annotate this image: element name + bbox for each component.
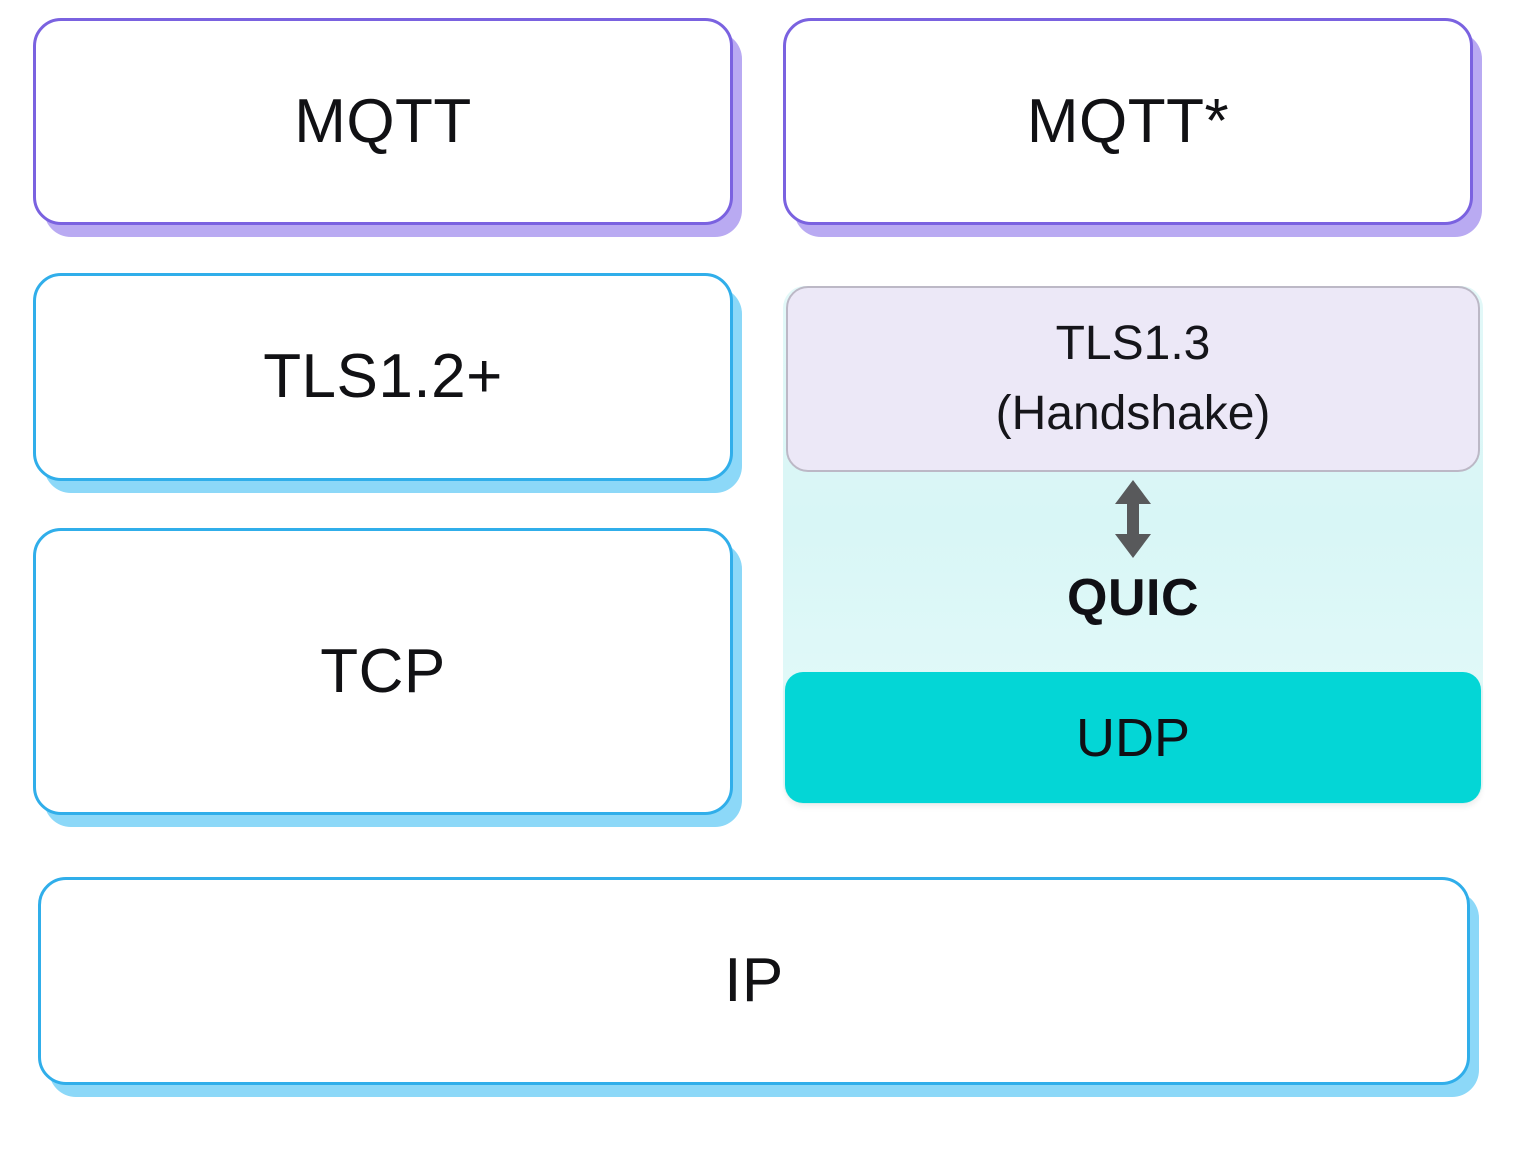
layer-label-ip: IP bbox=[724, 946, 784, 1016]
layer-box-udp[interactable]: UDP bbox=[785, 672, 1481, 803]
layer-label-tls13-line2: (Handshake) bbox=[995, 387, 1271, 440]
layer-box-tls13[interactable]: TLS1.3 (Handshake) bbox=[786, 286, 1480, 472]
layer-label-quic: QUIC bbox=[1067, 569, 1199, 627]
layer-label-udp: UDP bbox=[1075, 707, 1190, 768]
layer-label-tcp: TCP bbox=[320, 636, 446, 706]
layer-label-tls13-line1: TLS1.3 bbox=[1055, 317, 1211, 371]
double-arrow-vertical-icon bbox=[783, 478, 1483, 560]
layer-box-mqtt-star[interactable]: MQTT* bbox=[783, 18, 1473, 225]
layer-label-mqtt: MQTT bbox=[294, 86, 472, 156]
layer-box-ip[interactable]: IP bbox=[38, 877, 1470, 1085]
quic-stack-container: TLS1.3 (Handshake) QUIC UDP bbox=[783, 286, 1483, 804]
layer-label-tls12: TLS1.2+ bbox=[263, 342, 503, 412]
layer-box-tcp[interactable]: TCP bbox=[33, 528, 733, 815]
layer-label-mqtt-star: MQTT* bbox=[1026, 86, 1230, 156]
layer-box-mqtt[interactable]: MQTT bbox=[33, 18, 733, 225]
layer-box-tls12[interactable]: TLS1.2+ bbox=[33, 273, 733, 481]
